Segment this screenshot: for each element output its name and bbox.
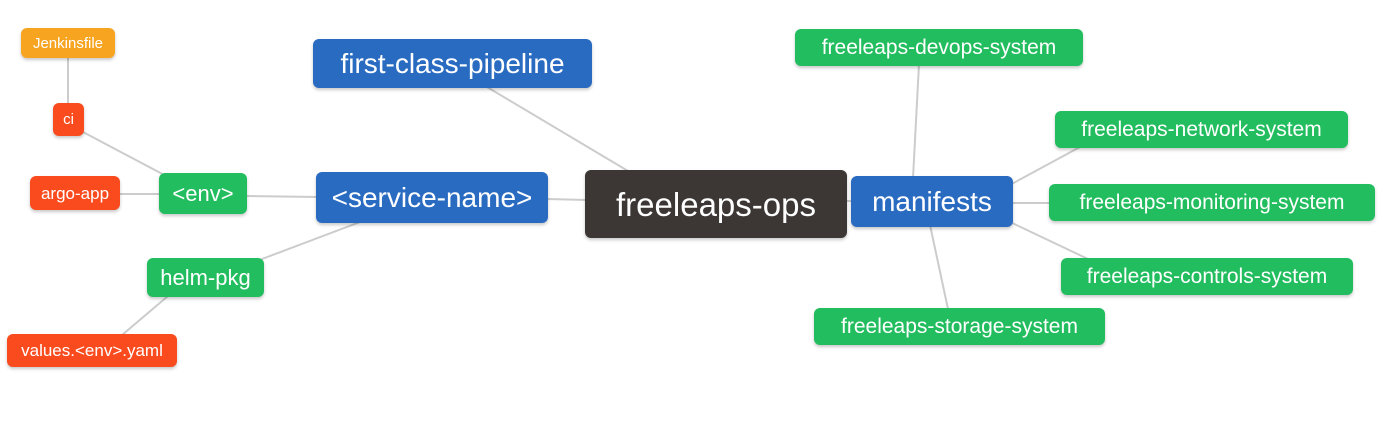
node-env[interactable]: <env>	[159, 173, 247, 214]
edge-first-class-pipeline-freeleaps-ops	[486, 86, 629, 172]
edge-manifests-storage-system	[929, 224, 949, 310]
node-monitoring-system[interactable]: freeleaps-monitoring-system	[1049, 184, 1375, 221]
node-values-env-yaml[interactable]: values.<env>.yaml	[7, 334, 177, 367]
node-controls-system[interactable]: freeleaps-controls-system	[1061, 258, 1353, 295]
node-ci[interactable]: ci	[53, 103, 84, 136]
node-jenkinsfile[interactable]: Jenkinsfile	[21, 28, 115, 58]
node-service-name[interactable]: <service-name>	[316, 172, 548, 223]
node-manifests[interactable]: manifests	[851, 176, 1013, 227]
edge-service-name-helm-pkg	[261, 221, 361, 260]
edge-manifests-controls-system	[1007, 220, 1089, 260]
edge-service-name-freeleaps-ops	[545, 198, 589, 201]
edge-env-service-name	[244, 195, 319, 198]
edge-manifests-network-system	[1007, 146, 1081, 187]
edge-ci-env	[82, 131, 169, 178]
node-first-class-pipeline[interactable]: first-class-pipeline	[313, 39, 592, 88]
edge-manifests-devops-system	[912, 63, 920, 179]
node-network-system[interactable]: freeleaps-network-system	[1055, 111, 1348, 148]
node-helm-pkg[interactable]: helm-pkg	[147, 258, 264, 297]
node-freeleaps-ops[interactable]: freeleaps-ops	[585, 170, 847, 238]
node-devops-system[interactable]: freeleaps-devops-system	[795, 29, 1083, 66]
edge-helm-pkg-values-env-yaml	[121, 295, 169, 336]
node-argo-app[interactable]: argo-app	[30, 176, 120, 210]
node-storage-system[interactable]: freeleaps-storage-system	[814, 308, 1105, 345]
